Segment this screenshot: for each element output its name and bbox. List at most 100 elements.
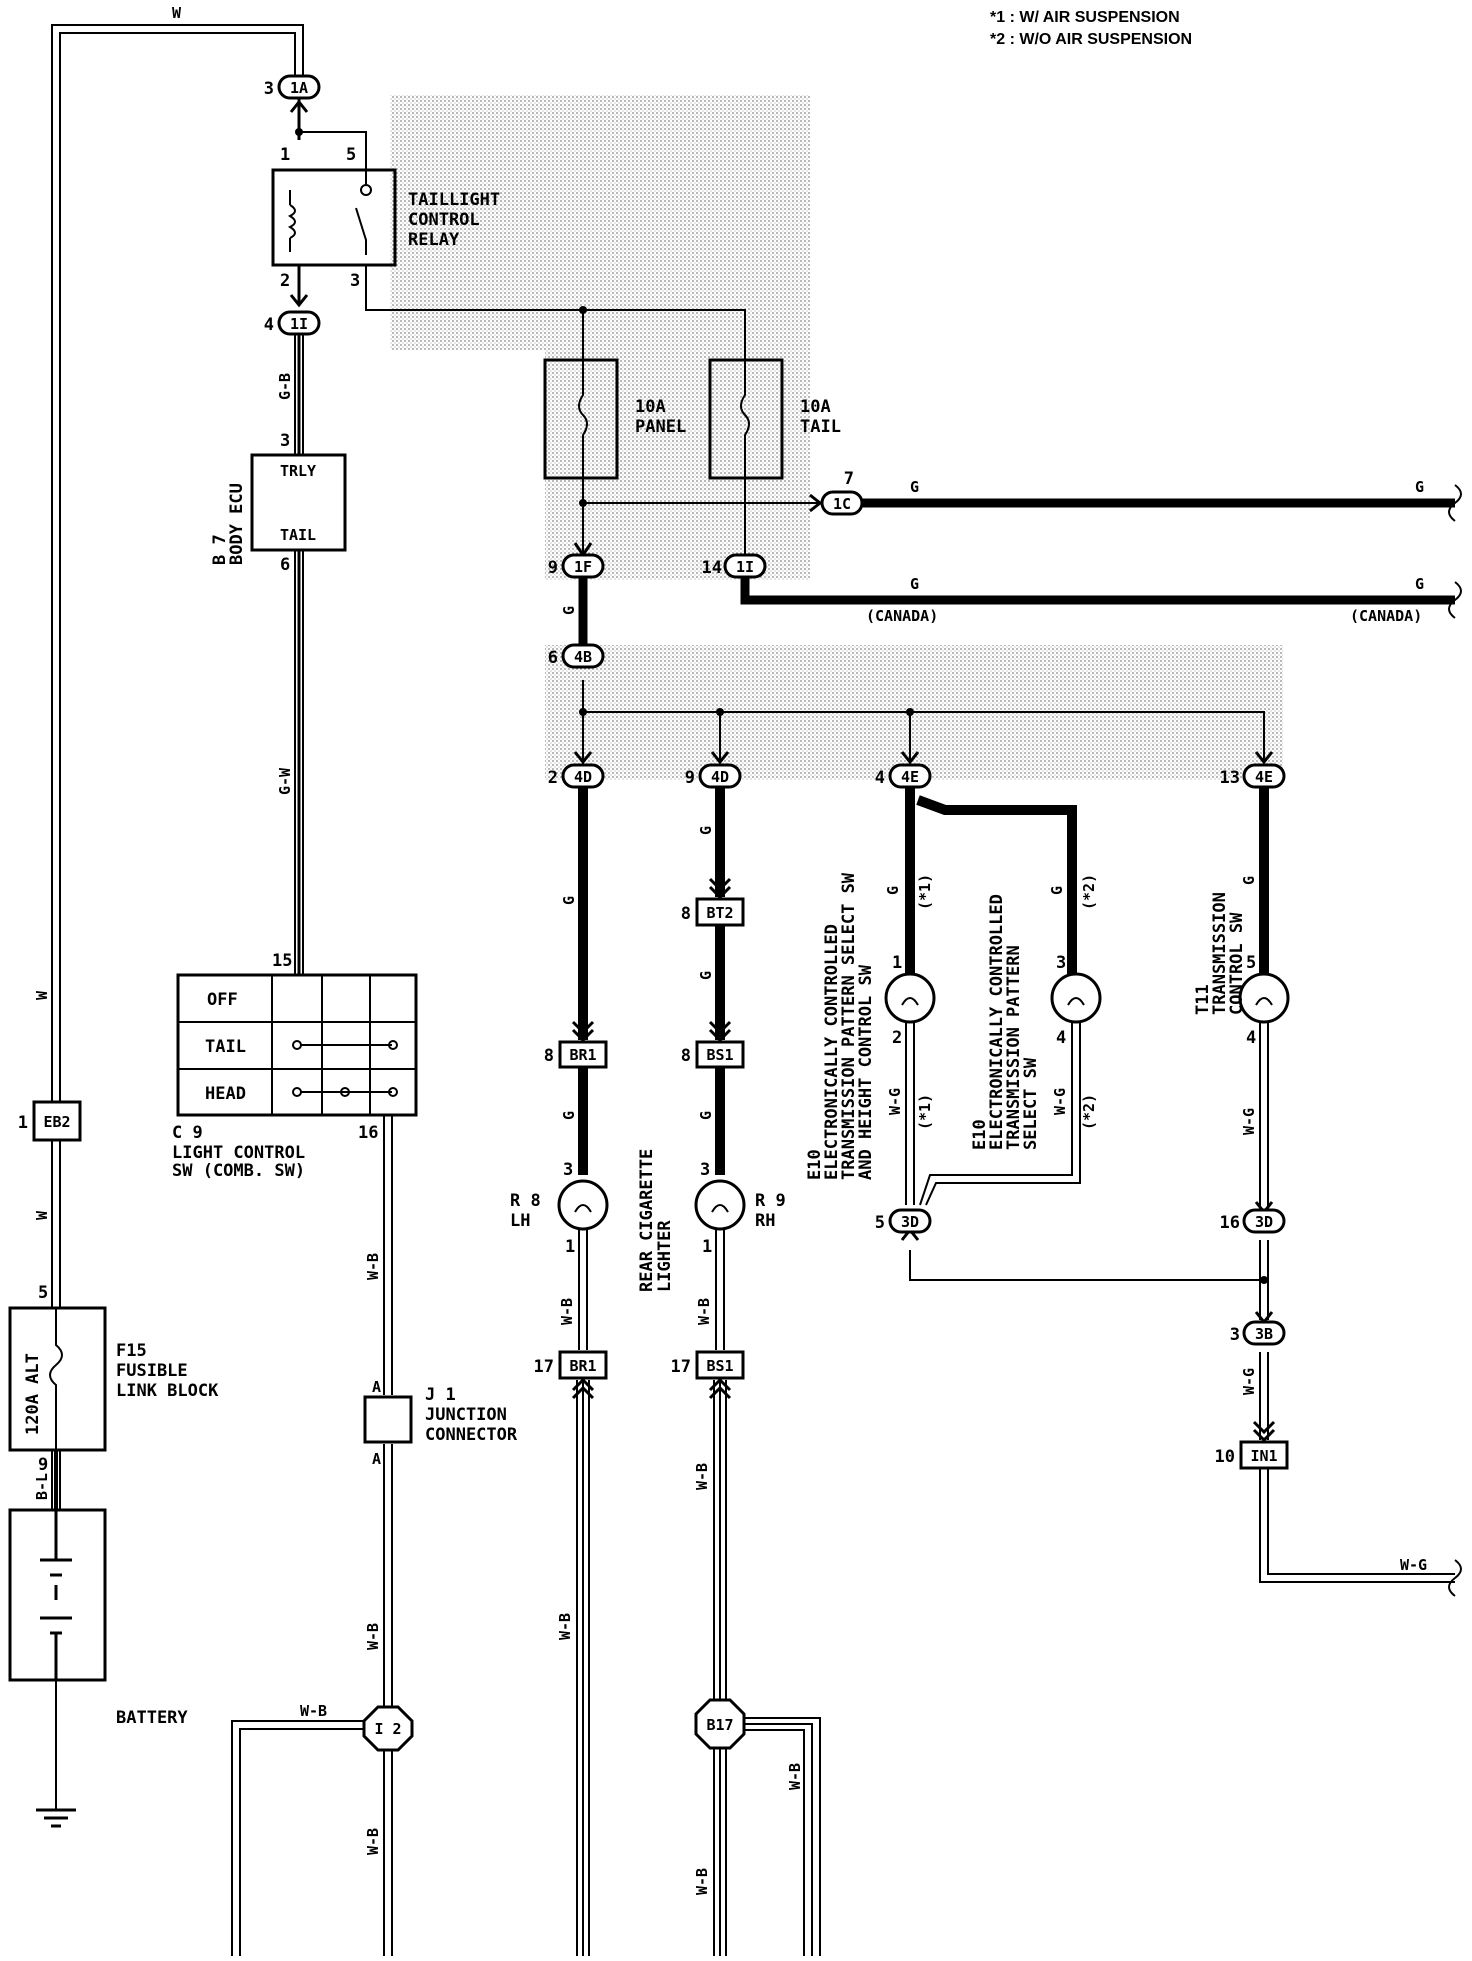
light-control-switch-box <box>176 973 418 1117</box>
relay-switch-contact <box>360 184 372 196</box>
wire-label-g-r9-c: G <box>697 1111 715 1120</box>
e10a-switch-symbol <box>884 972 936 1024</box>
wire-wg-in1-right <box>1259 1468 1455 1583</box>
wire-label-g-r8-b: G <box>560 1111 578 1120</box>
shaded-area-relay <box>390 95 810 580</box>
connector-bs1-a <box>695 1040 745 1069</box>
junction-pin-a-top: A <box>372 1378 381 1396</box>
body-ecu-tail: TAIL <box>280 526 316 544</box>
junction-pin-a-bottom: A <box>372 1450 381 1468</box>
wire-label-wb-if: W-B <box>300 1702 327 1720</box>
relay-3-wire <box>365 265 746 360</box>
connector-1f-label: 1F <box>574 558 592 576</box>
connector-in1-pin: 10 <box>1215 1447 1235 1467</box>
e10b-line4: SELECT SW <box>1021 1057 1041 1150</box>
arrow-1i <box>289 294 309 308</box>
connector-1i-b-pin: 14 <box>702 558 722 578</box>
wire-label-wb-ie: W-B <box>364 1828 382 1855</box>
relay-label-1: TAILLIGHT <box>408 190 500 210</box>
wire-label-wb-junction: W-B <box>364 1623 382 1650</box>
connector-1a <box>277 74 321 100</box>
connector-1i-a-label: 1I <box>290 315 308 333</box>
e10b-element <box>1067 997 1085 1006</box>
connector-1f-pin: 9 <box>548 558 558 578</box>
light-switch-name2: SW (COMB. SW) <box>172 1161 305 1181</box>
wire-label-wb-switch: W-B <box>364 1253 382 1280</box>
relay-label-2: CONTROL <box>408 210 480 230</box>
connector-bt2 <box>695 897 745 927</box>
wire-label-wb-bk: W-B <box>693 1868 711 1895</box>
junction-connector-box <box>363 1395 413 1444</box>
lighter-rh-symbol <box>694 1179 746 1231</box>
wire-break-3 <box>1448 1559 1462 1597</box>
light-switch-head-dot3 <box>388 1087 398 1097</box>
wire-label-g-canada-left: G <box>910 575 919 593</box>
connector-1c-pin: 7 <box>844 469 854 489</box>
fusible-link-block-box <box>8 1306 107 1452</box>
body-ecu-name: BODY ECU <box>227 483 247 565</box>
connector-4e-b <box>1242 763 1286 789</box>
t11-line3: CONTROL SW <box>1227 912 1247 1015</box>
fusible-pin9: 9 <box>38 1455 48 1475</box>
e10b-line3: TRANSMISSION PATTERN <box>1004 945 1024 1150</box>
connector-3b-pin: 3 <box>1230 1325 1240 1345</box>
lighter-lh-id: R 8 <box>510 1191 541 1211</box>
t11-element <box>1255 997 1273 1006</box>
connector-4e-a-pin: 4 <box>875 768 885 788</box>
e10b-switch-symbol <box>1050 972 1102 1024</box>
wire-wb-r8 <box>578 1229 588 1350</box>
connector-3d-b-label: 3D <box>1255 1213 1273 1231</box>
lighter-name2: LIGHTER <box>655 1220 675 1292</box>
lighter-rh-pin3: 3 <box>700 1160 710 1180</box>
splice-i2-label: I 2 <box>374 1720 401 1738</box>
connector-4d-a <box>561 763 605 789</box>
wire-wb-bm <box>744 1717 821 1961</box>
splice-b17 <box>694 1698 746 1750</box>
wire-label-s1-top: (*1) <box>916 874 934 910</box>
t11-pin5: 5 <box>1246 953 1256 973</box>
wire-label-s1-bottom: (*1) <box>916 1094 934 1130</box>
lighter-lh-element <box>574 1204 592 1213</box>
connector-4e-b-pin: 13 <box>1220 768 1240 788</box>
light-switch-head-dot1 <box>292 1087 302 1097</box>
connector-1c <box>820 490 864 516</box>
junction-name1: JUNCTION <box>425 1405 507 1425</box>
connector-3d-b-pin: 16 <box>1220 1213 1240 1233</box>
battery-cells <box>40 1510 72 1680</box>
connector-3b <box>1242 1320 1286 1346</box>
connector-3d-a <box>888 1208 932 1234</box>
connector-4e-a-label: 4E <box>901 768 919 786</box>
connector-br1-b <box>558 1350 608 1380</box>
ground-battery <box>36 1808 76 1828</box>
e10a-line4: AND HEIGHT CONTROL SW <box>856 964 876 1180</box>
connector-1i-a <box>277 310 321 336</box>
connector-bs1-b-label: BS1 <box>706 1357 733 1375</box>
note-1: *1 : W/ AIR SUSPENSION <box>990 9 1180 26</box>
connector-bt2-label: BT2 <box>706 904 733 922</box>
note-2: *2 : W/O AIR SUSPENSION <box>990 31 1192 48</box>
wire-g-canada <box>740 575 1455 605</box>
connector-bs1-b <box>695 1350 745 1380</box>
lighter-name1: REAR CIGARETTE <box>637 1149 657 1292</box>
e10a-pin2: 2 <box>892 1028 902 1048</box>
wire-label-g-r9: G <box>697 826 715 835</box>
relay-pin-1: 1 <box>280 145 290 165</box>
relay-label-3: RELAY <box>408 230 460 250</box>
connector-4d-b-pin: 9 <box>685 768 695 788</box>
body-ecu-pin3: 3 <box>280 431 290 451</box>
light-switch-id: C 9 <box>172 1123 203 1143</box>
fusible-name2: LINK BLOCK <box>116 1381 219 1401</box>
arrow-br1-b <box>571 1377 595 1400</box>
relay-top-loop <box>299 131 367 180</box>
fusible-name1: FUSIBLE <box>116 1361 188 1381</box>
wire-label-wg-right: W-G <box>1400 1556 1427 1574</box>
connector-in1-label: IN1 <box>1250 1447 1277 1465</box>
wire-label-s2-top: (*2) <box>1080 874 1098 910</box>
body-ecu-id: B 7 <box>210 534 230 565</box>
light-switch-tail: TAIL <box>205 1037 246 1057</box>
t11-switch-symbol <box>1238 972 1290 1024</box>
connector-4d-b-label: 4D <box>711 768 729 786</box>
wire-wb-r9 <box>715 1229 725 1350</box>
wire-label-canada-right: (CANADA) <box>1350 607 1422 625</box>
